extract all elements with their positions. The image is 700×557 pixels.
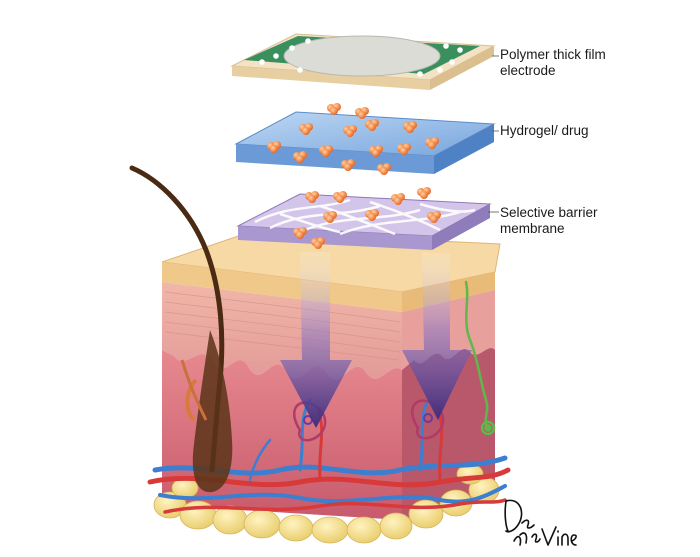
electrode-vias bbox=[259, 38, 463, 77]
drug-particle bbox=[305, 191, 319, 203]
drug-particle-bead bbox=[430, 215, 438, 223]
drug-particle-bead bbox=[326, 215, 334, 223]
nerve-icon bbox=[464, 280, 496, 436]
drug-particle-bead bbox=[380, 167, 388, 175]
drug-particle-bead bbox=[368, 213, 376, 221]
label-barrier-line1: Selective barrier bbox=[500, 205, 598, 220]
drug-particle bbox=[293, 227, 307, 239]
label-electrode: Polymer thick film electrode bbox=[500, 47, 606, 79]
drug-particle bbox=[403, 121, 417, 133]
delivery-arrow-right bbox=[402, 252, 472, 420]
drug-particle-bead bbox=[344, 163, 352, 171]
drug-particle-bead bbox=[314, 241, 322, 249]
drug-particle-bead bbox=[330, 107, 338, 115]
arrector-muscle bbox=[180, 359, 208, 421]
drug-particle bbox=[377, 163, 391, 175]
drug-particle-bead bbox=[372, 149, 380, 157]
drug-particle bbox=[327, 103, 341, 115]
membrane-layer bbox=[236, 193, 492, 250]
drug-particle-bead bbox=[400, 147, 408, 155]
drug-particle-bead bbox=[428, 141, 436, 149]
drug-particle-bead bbox=[420, 191, 428, 199]
drug-particle-bead bbox=[302, 127, 310, 135]
drug-particle bbox=[319, 145, 333, 157]
drug-particle bbox=[391, 193, 405, 205]
drug-particle-bead bbox=[346, 129, 354, 137]
drug-particle-bead bbox=[322, 149, 330, 157]
drug-particle-bead bbox=[296, 231, 304, 239]
drug-particle-bead bbox=[308, 195, 316, 203]
drug-particle bbox=[427, 211, 441, 223]
drug-particle bbox=[341, 159, 355, 171]
drug-particle bbox=[355, 107, 369, 119]
drug-particle bbox=[397, 143, 411, 155]
electrode-layer bbox=[230, 33, 496, 90]
drug-particle-bead bbox=[270, 145, 278, 153]
drug-particle bbox=[365, 209, 379, 221]
drug-particle bbox=[417, 187, 431, 199]
label-barrier-line2: membrane bbox=[500, 221, 565, 236]
drug-particle bbox=[333, 191, 347, 203]
label-electrode-line2: electrode bbox=[500, 63, 556, 78]
drug-particle-bead bbox=[336, 195, 344, 203]
arrow-icon bbox=[280, 252, 472, 428]
leader-lines bbox=[488, 55, 499, 213]
drug-particle bbox=[365, 119, 379, 131]
label-barrier: Selective barrier membrane bbox=[500, 205, 598, 237]
hair-follicle bbox=[192, 330, 233, 493]
artist-signature bbox=[504, 499, 577, 546]
drug-particle bbox=[267, 141, 281, 153]
epidermis-texture bbox=[164, 291, 401, 361]
drug-particle-bead bbox=[296, 155, 304, 163]
drug-particle bbox=[323, 211, 337, 223]
drug-particle bbox=[299, 123, 313, 135]
drug-particle bbox=[343, 125, 357, 137]
drug-particle bbox=[293, 151, 307, 163]
drug-particle-bead bbox=[358, 111, 366, 119]
drug-particle-bead bbox=[394, 197, 402, 205]
stratum-corneum-front bbox=[162, 262, 402, 312]
label-electrode-line1: Polymer thick film bbox=[500, 47, 606, 62]
label-hydrogel: Hydrogel/ drug bbox=[500, 123, 589, 139]
electrode-disc bbox=[283, 35, 441, 77]
drug-particle-bead bbox=[368, 123, 376, 131]
drug-particle bbox=[425, 137, 439, 149]
delivery-arrow-left bbox=[280, 252, 352, 428]
drug-particle bbox=[369, 145, 383, 157]
drug-particles bbox=[267, 103, 441, 249]
drug-particle-bead bbox=[406, 125, 414, 133]
label-hydrogel-line1: Hydrogel/ drug bbox=[500, 123, 589, 138]
drug-particle bbox=[311, 237, 325, 249]
hair-icon bbox=[129, 165, 233, 493]
sebaceous-gland bbox=[185, 378, 198, 422]
